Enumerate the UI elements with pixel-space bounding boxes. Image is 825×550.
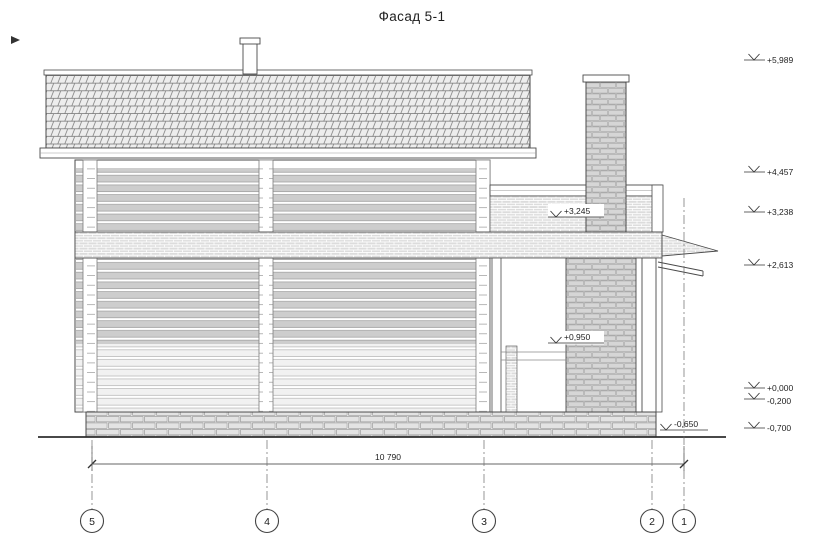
foundation [85, 411, 657, 438]
level-mark: -0,200 [744, 392, 791, 406]
axis-bubble-3: 3 [471, 508, 497, 534]
dimension-label: 10 790 [375, 452, 401, 462]
level-label: +2,613 [767, 260, 794, 270]
level-mark-ground-entry: -0,650 [660, 419, 708, 431]
corner-post-right [475, 159, 491, 413]
level-check-icon [660, 423, 672, 431]
level-label: -0,200 [767, 396, 791, 406]
roof-chimney [239, 37, 261, 75]
elevation-marks-right: +5,989 +4,457 +3,238 +2,613 +0,000 -0,20… [744, 53, 794, 433]
level-label: -0,700 [767, 423, 791, 433]
level-label: -0,650 [674, 419, 698, 429]
post-middle [258, 159, 274, 413]
axis-label: 4 [264, 516, 270, 528]
axis-label: 5 [89, 516, 95, 528]
level-label: +3,238 [767, 207, 794, 217]
level-mark: -0,700 [744, 421, 791, 433]
axis-bubble-1: 1 [671, 508, 697, 534]
level-mark: +5,989 [744, 53, 794, 65]
axis-label: 1 [681, 516, 687, 528]
level-mark-terrace: +0,950 [548, 331, 604, 345]
floor-slab [74, 231, 719, 259]
frame-corner-mark [11, 36, 20, 44]
terrace-column [641, 257, 657, 413]
level-mark-balcony: +3,245 [548, 204, 604, 218]
level-label: +0,000 [767, 383, 794, 393]
level-label: +3,245 [564, 206, 591, 216]
level-label: +5,989 [767, 55, 794, 65]
level-check-icon [550, 210, 562, 218]
level-mark: +2,613 [744, 258, 794, 270]
roof [39, 69, 537, 159]
corner-post-left [82, 159, 98, 413]
level-mark: +4,457 [744, 165, 794, 177]
axis-bubble-5: 5 [79, 508, 105, 534]
axis-bubble-2: 2 [639, 508, 665, 534]
level-mark: +3,238 [744, 205, 794, 217]
drawing-title: Фасад 5-1 [379, 9, 446, 24]
level-label: +0,950 [564, 332, 591, 342]
level-label: +4,457 [767, 167, 794, 177]
axis-bubble-4: 4 [254, 508, 280, 534]
axis-label: 2 [649, 516, 655, 528]
level-mark: +0,000 [744, 381, 794, 393]
level-check-icon [550, 336, 562, 344]
grid-axes: 5 4 3 2 1 [79, 198, 697, 534]
dimension-overall: 10 790 [87, 446, 689, 471]
log-wall [74, 159, 491, 413]
axis-label: 3 [481, 516, 487, 528]
